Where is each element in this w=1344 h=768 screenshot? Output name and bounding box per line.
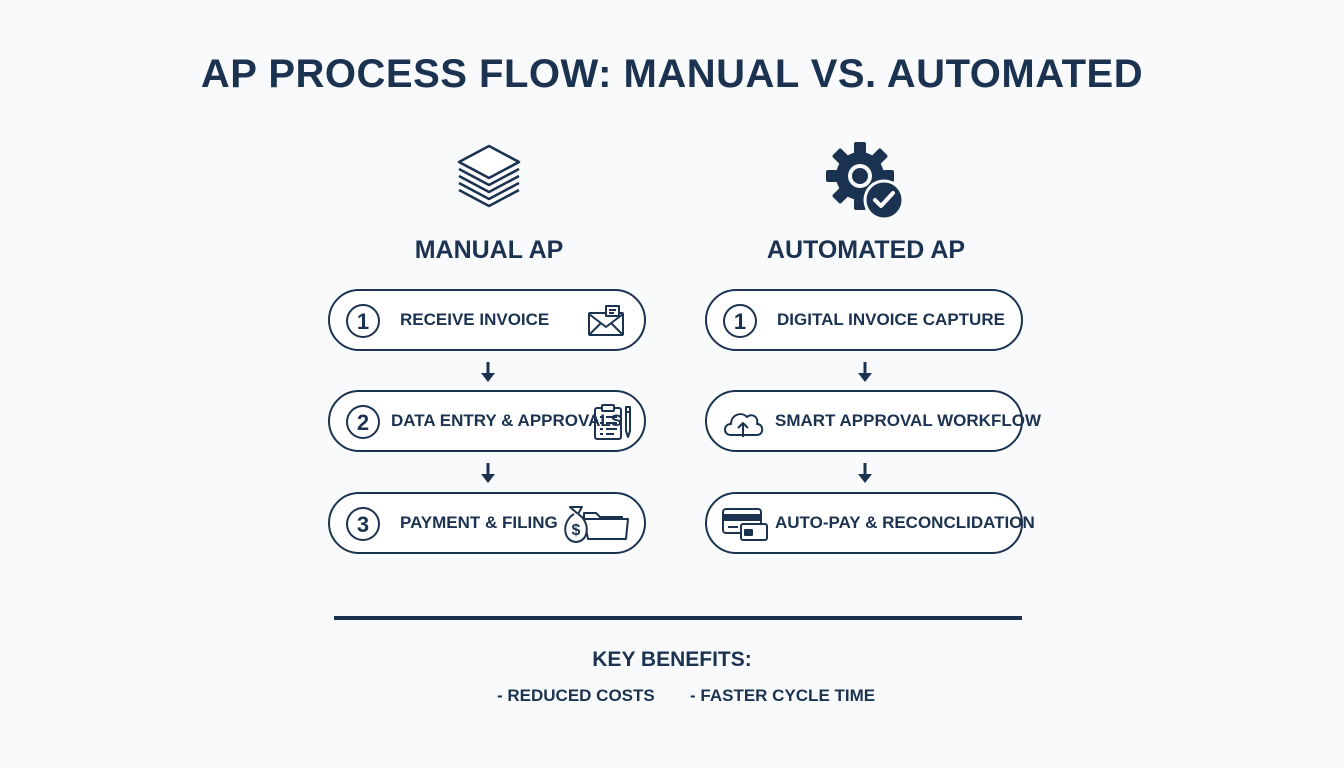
clipboard-pen-icon <box>592 403 634 446</box>
manual-step-data-entry: 2 DATA ENTRY & APPROVALS <box>328 390 646 452</box>
automated-step-auto-pay: AUTO-PAY & RECONCLIDATION <box>705 492 1035 554</box>
paper-stack-icon <box>328 140 650 221</box>
step-label: AUTO-PAY & RECONCLIDATION <box>775 513 1035 532</box>
automated-step-smart-approval: SMART APPROVAL WORKFLOW <box>705 390 1041 452</box>
step-label: SMART APPROVAL WORKFLOW <box>775 411 1041 430</box>
divider <box>334 616 1022 620</box>
benefits-title: KEY BENEFITS: <box>592 648 752 671</box>
arrow-down-icon <box>858 463 872 483</box>
automated-step-digital-capture: 1 DIGITAL INVOICE CAPTURE <box>705 289 1023 351</box>
automated-title: AUTOMATED AP <box>766 236 966 264</box>
credit-cards-icon <box>721 506 769 547</box>
envelope-icon <box>586 305 626 342</box>
arrow-down-icon <box>481 463 495 483</box>
gear-check-icon <box>705 140 1027 229</box>
step-label: DATA ENTRY & APPROVALS <box>391 411 623 430</box>
step-number: 1 <box>723 304 757 338</box>
manual-step-receive-invoice: 1 RECEIVE INVOICE <box>328 289 646 351</box>
svg-text:$: $ <box>572 522 581 539</box>
step-label: PAYMENT & FILING <box>400 513 558 532</box>
arrow-down-icon <box>858 362 872 382</box>
step-label: DIGITAL INVOICE CAPTURE <box>777 310 1005 329</box>
step-number: 3 <box>346 507 380 541</box>
benefit-item: - FASTER CYCLE TIME <box>690 686 876 705</box>
manual-title: MANUAL AP <box>414 236 564 264</box>
benefit-item: - REDUCED COSTS <box>497 686 655 705</box>
manual-step-payment-filing: 3 PAYMENT & FILING $ <box>328 492 646 554</box>
step-number: 2 <box>346 405 380 439</box>
step-number: 1 <box>346 304 380 338</box>
step-label: RECEIVE INVOICE <box>400 310 550 329</box>
page-title: AP PROCESS FLOW: MANUAL VS. AUTOMATED <box>200 52 1144 96</box>
cloud-upload-icon <box>721 407 765 444</box>
arrow-down-icon <box>481 362 495 382</box>
money-bag-folder-icon: $ <box>560 503 632 550</box>
